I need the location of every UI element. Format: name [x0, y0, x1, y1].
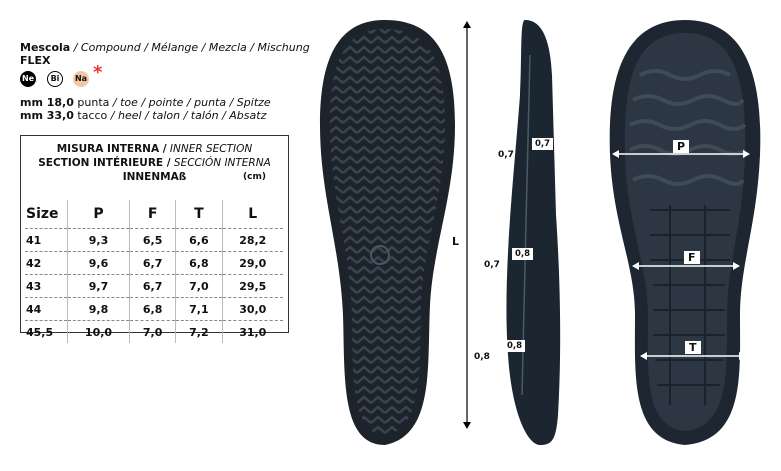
table-cell: 29,5 — [221, 274, 283, 298]
outer-thickness-mid: 0,7 — [484, 260, 500, 270]
inner-thickness-mid: 0,8 — [512, 248, 534, 260]
table-cell: 7,2 — [175, 320, 223, 343]
table-cell: 31,0 — [221, 320, 283, 343]
unit-label: (cm) — [243, 172, 266, 182]
badge-ne: Ne — [20, 71, 36, 87]
insole-label-t: T — [685, 341, 701, 354]
title-fr: SECTION INTÉRIEURE / — [38, 157, 171, 169]
outer-thickness-toe: 0,7 — [498, 150, 514, 160]
insole-image — [609, 20, 761, 445]
compound-translations: / Compound / Mélange / Mezcla / Mischung — [73, 41, 310, 54]
table-cell: 6,7 — [128, 251, 176, 275]
title-it: MISURA INTERNA / — [56, 143, 167, 155]
table-cell: 43 — [25, 274, 68, 298]
table-cell: 7,1 — [175, 297, 223, 321]
col-l: L — [221, 200, 283, 229]
table-cell: 7,0 — [128, 320, 176, 343]
heel-translations: / heel / talon / talón / Absatz — [110, 109, 267, 122]
length-arrow — [463, 21, 471, 429]
col-f: F — [128, 200, 176, 229]
table-cell: 6,7 — [128, 274, 176, 298]
heel-label: tacco — [77, 109, 108, 122]
table-cell: 41 — [25, 228, 68, 252]
col-size: Size — [26, 206, 59, 222]
compound-label: Mescola — [20, 41, 71, 54]
title-de: INNENMAß — [122, 171, 187, 183]
table-cell: 7,0 — [175, 274, 223, 298]
table-cell: 44 — [25, 297, 68, 321]
side-profile-image — [506, 20, 561, 445]
table-cell: 6,8 — [128, 297, 176, 321]
table-cell: 9,7 — [67, 274, 130, 298]
table-cell: 10,0 — [67, 320, 130, 343]
insole-label-p: P — [673, 140, 690, 153]
heel-line: mm 33,0 tacco / heel / talon / talón / A… — [20, 109, 266, 122]
table-cell: 9,8 — [67, 297, 130, 321]
table-cell: 6,8 — [175, 251, 223, 275]
table-cell: 6,5 — [128, 228, 176, 252]
badge-na: Na — [73, 71, 89, 87]
compound-name: FLEX — [20, 54, 51, 67]
logo-icon — [370, 245, 390, 265]
toe-line: mm 18,0 punta / toe / pointe / punta / S… — [20, 96, 271, 109]
table-cell: 30,0 — [221, 297, 283, 321]
size-table: MISURA INTERNA / INNER SECTION SECTION I… — [20, 135, 289, 343]
inner-thickness-heel: 0,8 — [504, 340, 526, 352]
col-p: P — [67, 200, 130, 229]
outsole-image — [320, 20, 455, 445]
table-cell: 9,3 — [67, 228, 130, 252]
table-cell: 9,6 — [67, 251, 130, 275]
title-en: INNER SECTION — [169, 143, 253, 155]
table-header: MISURA INTERNA / INNER SECTION SECTION I… — [21, 142, 288, 184]
table-cell: 28,2 — [221, 228, 283, 252]
heel-value: mm 33,0 — [20, 109, 74, 122]
col-t: T — [175, 200, 223, 229]
length-label: L — [452, 235, 460, 248]
toe-translations: / toe / pointe / punta / Spitze — [112, 96, 271, 109]
inner-thickness-toe: 0,7 — [532, 138, 554, 150]
outer-thickness-heel: 0,8 — [474, 352, 490, 362]
table-cell: 6,6 — [175, 228, 223, 252]
table-cell: 45,5 — [25, 320, 68, 343]
title-es: SECCIÓN INTERNA — [173, 157, 271, 169]
toe-label: punta — [77, 96, 110, 109]
table-cell: 29,0 — [221, 251, 283, 275]
table-cell: 42 — [25, 251, 68, 275]
toe-value: mm 18,0 — [20, 96, 74, 109]
insole-arrows — [612, 150, 750, 360]
asterisk: * — [93, 62, 103, 83]
compound-line: Mescola / Compound / Mélange / Mezcla / … — [20, 41, 310, 54]
insole-label-f: F — [684, 251, 700, 264]
badge-bi: Bi — [47, 71, 63, 87]
